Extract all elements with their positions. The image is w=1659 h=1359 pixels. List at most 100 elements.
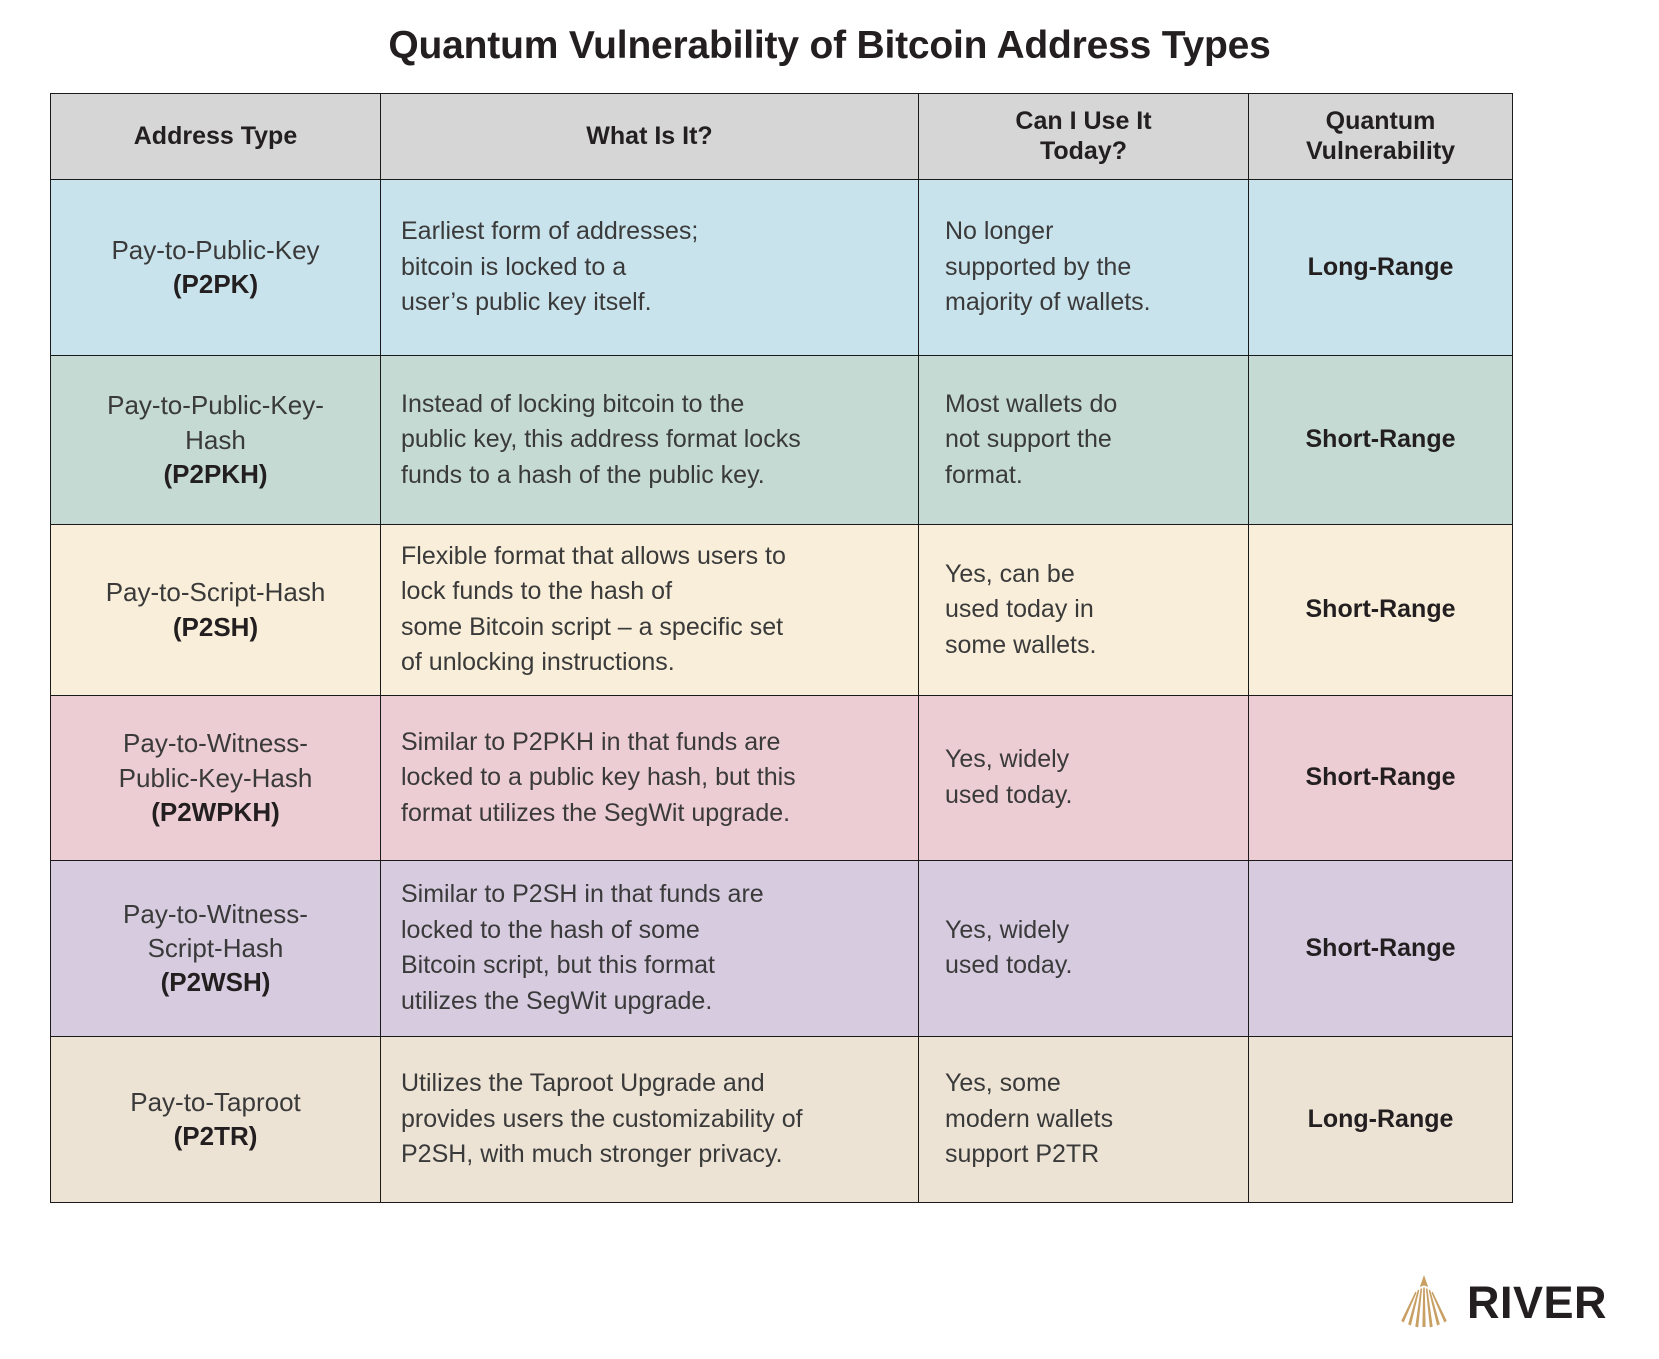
cell-usable-today: Yes, some modern wallets support P2TR <box>918 1035 1249 1203</box>
table-row: Pay-to-Public-Key- Hash (P2PKH) Instead … <box>50 354 1513 525</box>
cell-address-type: Pay-to-Public-Key (P2PK) <box>50 178 381 356</box>
usable-today-line: format. <box>945 460 1023 489</box>
river-wordmark: RIVER <box>1466 1276 1607 1328</box>
cell-usable-today: Yes, can be used today in some wallets. <box>918 523 1249 696</box>
cell-usable-today: No longer supported by the majority of w… <box>918 178 1249 356</box>
address-type-line: Pay-to-Public-Key- <box>107 390 324 421</box>
usable-today-line: used today. <box>945 951 1073 980</box>
column-header-address-type: Address Type <box>50 92 381 180</box>
description-line: provides users the customizability of <box>401 1104 803 1133</box>
page-title: Quantum Vulnerability of Bitcoin Address… <box>388 24 1271 67</box>
column-header-what-is-it: What Is It? <box>380 92 919 180</box>
description-line: Flexible format that allows users to <box>401 541 786 570</box>
cell-vulnerability: Long-Range <box>1248 178 1513 356</box>
usable-today-line: No longer <box>945 217 1054 245</box>
cell-description: Instead of locking bitcoin to the public… <box>380 354 919 525</box>
column-header-quantum-vulnerability: Quantum Vulnerability <box>1248 92 1513 180</box>
address-type-abbr: (P2TR) <box>173 1121 258 1152</box>
description-line: Bitcoin script, but this format <box>401 951 716 980</box>
usable-today-line: Yes, widely <box>945 915 1070 944</box>
table-row: Pay-to-Taproot (P2TR) Utilizes the Tapro… <box>50 1035 1513 1203</box>
cell-address-type: Pay-to-Public-Key- Hash (P2PKH) <box>50 354 381 525</box>
description-line: Instead of locking bitcoin to the <box>401 389 745 418</box>
table-row: Pay-to-Witness- Public-Key-Hash (P2WPKH)… <box>50 694 1513 861</box>
table-body: Pay-to-Public-Key (P2PK) Earliest form o… <box>50 178 1513 1203</box>
usable-today-line: modern wallets <box>945 1104 1114 1133</box>
table-header-row: Address Type What Is It? Can I Use It To… <box>50 92 1513 180</box>
address-type-line: Pay-to-Witness- <box>123 898 308 929</box>
column-header-line: Can I Use It <box>1015 106 1152 135</box>
description-line: of unlocking instructions. <box>401 648 675 677</box>
quantum-vulnerability-table: Address Type What Is It? Can I Use It To… <box>50 92 1513 1203</box>
cell-vulnerability: Long-Range <box>1248 1035 1513 1203</box>
cell-usable-today: Yes, widely used today. <box>918 694 1249 861</box>
description-line: locked to the hash of some <box>401 915 700 944</box>
cell-description: Similar to P2PKH in that funds are locke… <box>380 694 919 861</box>
description-line: Earliest form of addresses; <box>401 217 699 245</box>
column-header-line: Vulnerability <box>1305 137 1456 166</box>
description-line: Similar to P2PKH in that funds are <box>401 727 781 756</box>
address-type-abbr: (P2PK) <box>172 269 259 300</box>
address-type-line: Public-Key-Hash <box>118 762 313 793</box>
usable-today-line: majority of wallets. <box>945 288 1151 316</box>
table-container: Address Type What Is It? Can I Use It To… <box>50 92 1513 1203</box>
description-line: some Bitcoin script – a specific set <box>401 612 784 641</box>
description-line: utilizes the SegWit upgrade. <box>401 986 713 1015</box>
address-type-abbr: (P2WSH) <box>160 967 271 998</box>
description-line: user’s public key itself. <box>401 288 652 316</box>
address-type-line: Hash <box>185 424 246 455</box>
cell-description: Utilizes the Taproot Upgrade and provide… <box>380 1035 919 1203</box>
table-row: Pay-to-Witness- Script-Hash (P2WSH) Simi… <box>50 859 1513 1037</box>
table-header: Address Type What Is It? Can I Use It To… <box>50 92 1513 180</box>
cell-usable-today: Yes, widely used today. <box>918 859 1249 1037</box>
address-type-abbr: (P2SH) <box>172 611 259 642</box>
address-type-line: Pay-to-Public-Key <box>111 234 320 265</box>
address-type-line: Pay-to-Taproot <box>130 1086 301 1117</box>
description-line: public key, this address format locks <box>401 425 801 453</box>
column-header-can-i-use-it-today: Can I Use It Today? <box>918 92 1249 180</box>
cell-description: Similar to P2SH in that funds are locked… <box>380 859 919 1037</box>
cell-description: Flexible format that allows users to loc… <box>380 523 919 696</box>
address-type-abbr: (P2PKH) <box>163 458 268 489</box>
table-row: Pay-to-Public-Key (P2PK) Earliest form o… <box>50 178 1513 356</box>
cell-address-type: Pay-to-Taproot (P2TR) <box>50 1035 381 1203</box>
cell-vulnerability: Short-Range <box>1248 354 1513 525</box>
description-line: locked to a public key hash, but this <box>401 763 796 791</box>
cell-vulnerability: Short-Range <box>1248 859 1513 1037</box>
description-line: funds to a hash of the public key. <box>401 460 765 489</box>
usable-today-line: Yes, can be <box>945 559 1075 588</box>
usable-today-line: supported by the <box>945 252 1132 281</box>
column-header-line: Today? <box>1039 137 1128 166</box>
column-header-line: Quantum <box>1325 106 1436 135</box>
usable-today-line: Yes, widely <box>945 745 1070 774</box>
description-line: Similar to P2SH in that funds are <box>401 880 764 909</box>
description-line: format utilizes the SegWit upgrade. <box>401 798 791 827</box>
usable-today-line: some wallets. <box>945 630 1097 659</box>
usable-today-line: used today in <box>945 595 1094 623</box>
description-line: lock funds to the hash of <box>401 577 673 606</box>
table-row: Pay-to-Script-Hash (P2SH) Flexible forma… <box>50 523 1513 696</box>
usable-today-line: Most wallets do <box>945 389 1118 418</box>
description-line: bitcoin is locked to a <box>401 252 627 281</box>
cell-address-type: Pay-to-Script-Hash (P2SH) <box>50 523 381 696</box>
cell-address-type: Pay-to-Witness- Public-Key-Hash (P2WPKH) <box>50 694 381 861</box>
address-type-abbr: (P2WPKH) <box>151 796 280 827</box>
cell-vulnerability: Short-Range <box>1248 694 1513 861</box>
cell-vulnerability: Short-Range <box>1248 523 1513 696</box>
cell-description: Earliest form of addresses; bitcoin is l… <box>380 178 919 356</box>
footer-branding: RIVER <box>1395 1275 1607 1329</box>
cell-usable-today: Most wallets do not support the format. <box>918 354 1249 525</box>
column-header-line: Address Type <box>133 122 298 150</box>
usable-today-line: used today. <box>945 780 1073 809</box>
usable-today-line: not support the <box>945 425 1112 453</box>
column-header-line: What Is It? <box>586 122 713 150</box>
cell-address-type: Pay-to-Witness- Script-Hash (P2WSH) <box>50 859 381 1037</box>
river-fan-logo-icon <box>1395 1275 1453 1329</box>
address-type-line: Script-Hash <box>147 933 284 964</box>
address-type-line: Pay-to-Witness- <box>123 728 308 759</box>
description-line: P2SH, with much stronger privacy. <box>401 1140 783 1168</box>
address-type-line: Pay-to-Script-Hash <box>105 577 326 608</box>
usable-today-line: support P2TR <box>945 1140 1100 1168</box>
description-line: Utilizes the Taproot Upgrade and <box>401 1069 765 1097</box>
